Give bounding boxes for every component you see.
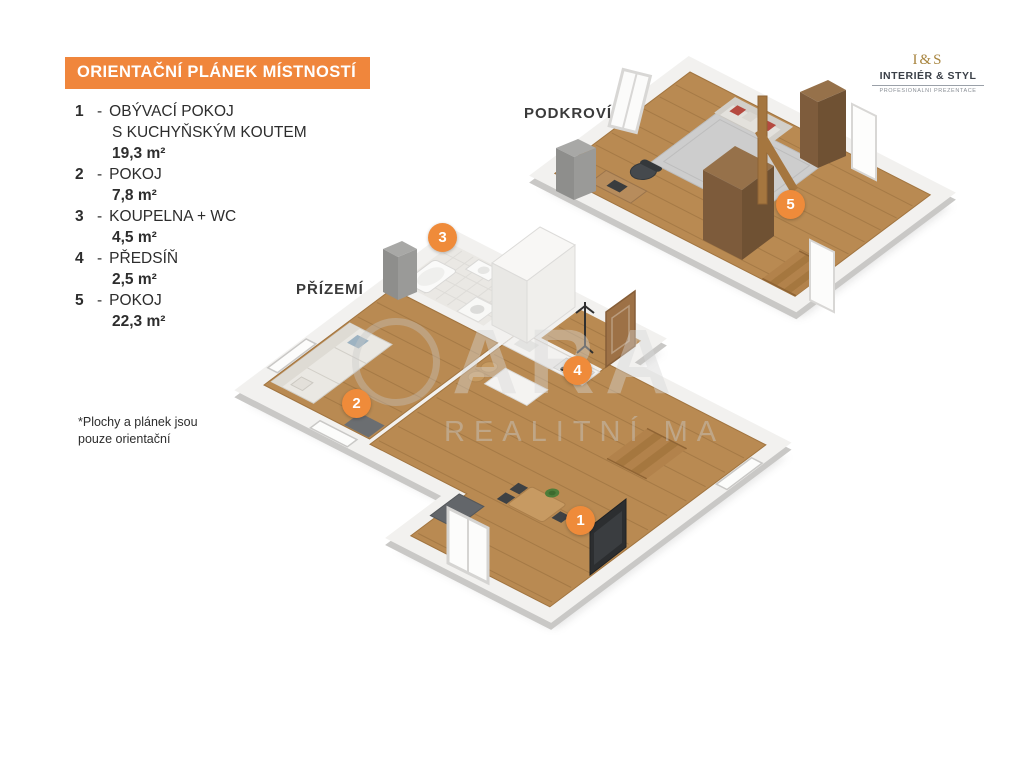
ground-chimney xyxy=(383,241,417,300)
disclaimer-line2: pouze orientační xyxy=(78,432,171,446)
disclaimer-line1: *Plochy a plánek jsou xyxy=(78,415,198,429)
attic-cabinet xyxy=(800,80,846,168)
legend-item-3: 3 - KOUPELNA + WC xyxy=(75,208,237,225)
ground-stairs xyxy=(607,429,687,479)
attic-desk xyxy=(590,170,646,203)
attic-chimney xyxy=(556,139,596,200)
page-title: ORIENTAČNÍ PLÁNEK MÍSTNOSTÍ xyxy=(65,57,371,89)
entry-door xyxy=(605,289,636,369)
company-logo: I&S INTERIÉR & STYL PROFESIONALNI PREZEN… xyxy=(872,52,984,94)
attic-label: PODKROVÍ xyxy=(524,105,613,122)
ground-floor-label: PŘÍZEMÍ xyxy=(296,281,364,298)
bedroom-sofa xyxy=(271,323,392,403)
legend-number: 1 xyxy=(75,103,84,120)
attic-wall-panel xyxy=(809,102,877,314)
legend-label: POKOJ xyxy=(109,292,162,309)
room-badge-3: 3 xyxy=(428,223,457,252)
legend-number: 3 xyxy=(75,208,84,225)
legend-item-4: 4 - PŘEDSÍŇ xyxy=(75,250,179,267)
legend-area: 2,5 m² xyxy=(112,271,157,288)
logo-tagline: PROFESIONALNI PREZENTACE xyxy=(879,88,977,94)
washing-machine xyxy=(457,297,497,322)
attic-floorplan xyxy=(541,64,947,319)
legend-item-1: 1 - OBÝVACÍ POKOJ xyxy=(75,103,234,120)
legend-area: 7,8 m² xyxy=(112,187,157,204)
legend-label: OBÝVACÍ POKOJ xyxy=(109,103,234,120)
bathtub xyxy=(404,259,457,294)
attic-tilted-window xyxy=(607,67,653,135)
legend-area: 19,3 m² xyxy=(112,145,166,162)
attic-wardrobe xyxy=(703,146,774,260)
legend-number: 4 xyxy=(75,250,84,267)
bedroom-dresser xyxy=(343,412,385,438)
logo-monogram: I&S xyxy=(912,52,944,68)
attic-office-chair xyxy=(625,159,663,183)
legend-label-line2: S KUCHYŇSKÝM KOUTEM xyxy=(112,124,307,141)
attic-wood-post xyxy=(755,95,798,205)
window xyxy=(237,274,762,579)
legend-label: POKOJ xyxy=(109,166,162,183)
legend-item-2: 2 - POKOJ xyxy=(75,166,162,183)
legend-item-5: 5 - POKOJ xyxy=(75,292,162,309)
legend-label: PŘEDSÍŇ xyxy=(109,250,179,267)
standing-window xyxy=(446,505,490,586)
disclaimer: *Plochy a plánek jsou pouze orientační xyxy=(78,414,198,448)
legend-label: KOUPELNA + WC xyxy=(109,208,237,225)
legend-area: 4,5 m² xyxy=(112,229,157,246)
logo-name: INTERIÉR & STYL xyxy=(872,70,984,86)
dining-table xyxy=(496,482,570,523)
room-badge-4: 4 xyxy=(563,356,592,385)
room-badge-2: 2 xyxy=(342,389,371,418)
kitchen-island xyxy=(465,360,548,408)
room-badge-5: 5 xyxy=(776,190,805,219)
bedroom-floor xyxy=(264,289,498,439)
legend-area: 22,3 m² xyxy=(112,313,166,330)
kitchen-tall-unit xyxy=(491,226,576,344)
room-legend: 1 - OBÝVACÍ POKOJ S KUCHYŇSKÝM KOUTEM 19… xyxy=(75,101,405,332)
room-badge-1: 1 xyxy=(566,506,595,535)
legend-number: 5 xyxy=(75,292,84,309)
coat-stand xyxy=(575,302,595,354)
legend-number: 2 xyxy=(75,166,84,183)
